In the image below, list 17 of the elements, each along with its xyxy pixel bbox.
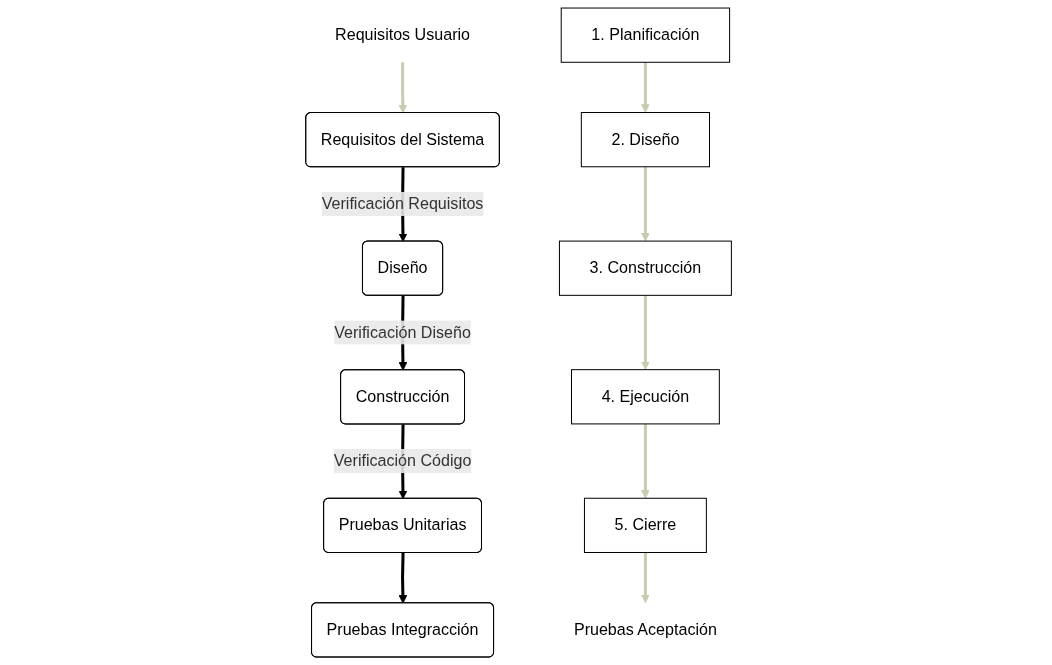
node-box: 4. Ejecución: [571, 369, 720, 425]
edge-label: Verificación Requisitos: [321, 194, 484, 212]
arrow: [641, 62, 650, 113]
node-box: 1. Planificación: [560, 7, 731, 63]
node-text: Pruebas Aceptación: [573, 620, 717, 638]
node-box: 5. Cierre: [583, 497, 707, 553]
node-box: 3. Construcción: [558, 240, 732, 296]
arrow: [398, 62, 408, 114]
node-box: 2. Diseño: [580, 112, 710, 168]
arrow: [641, 295, 650, 371]
arrow: [641, 552, 650, 604]
node-text: Requisitos Usuario: [335, 26, 470, 44]
arrow: [398, 552, 408, 604]
arrow: [641, 423, 650, 499]
edge-label: Verificación Código: [333, 452, 472, 470]
arrow: [641, 166, 650, 242]
edge-label: Verificación Diseño: [334, 323, 471, 341]
